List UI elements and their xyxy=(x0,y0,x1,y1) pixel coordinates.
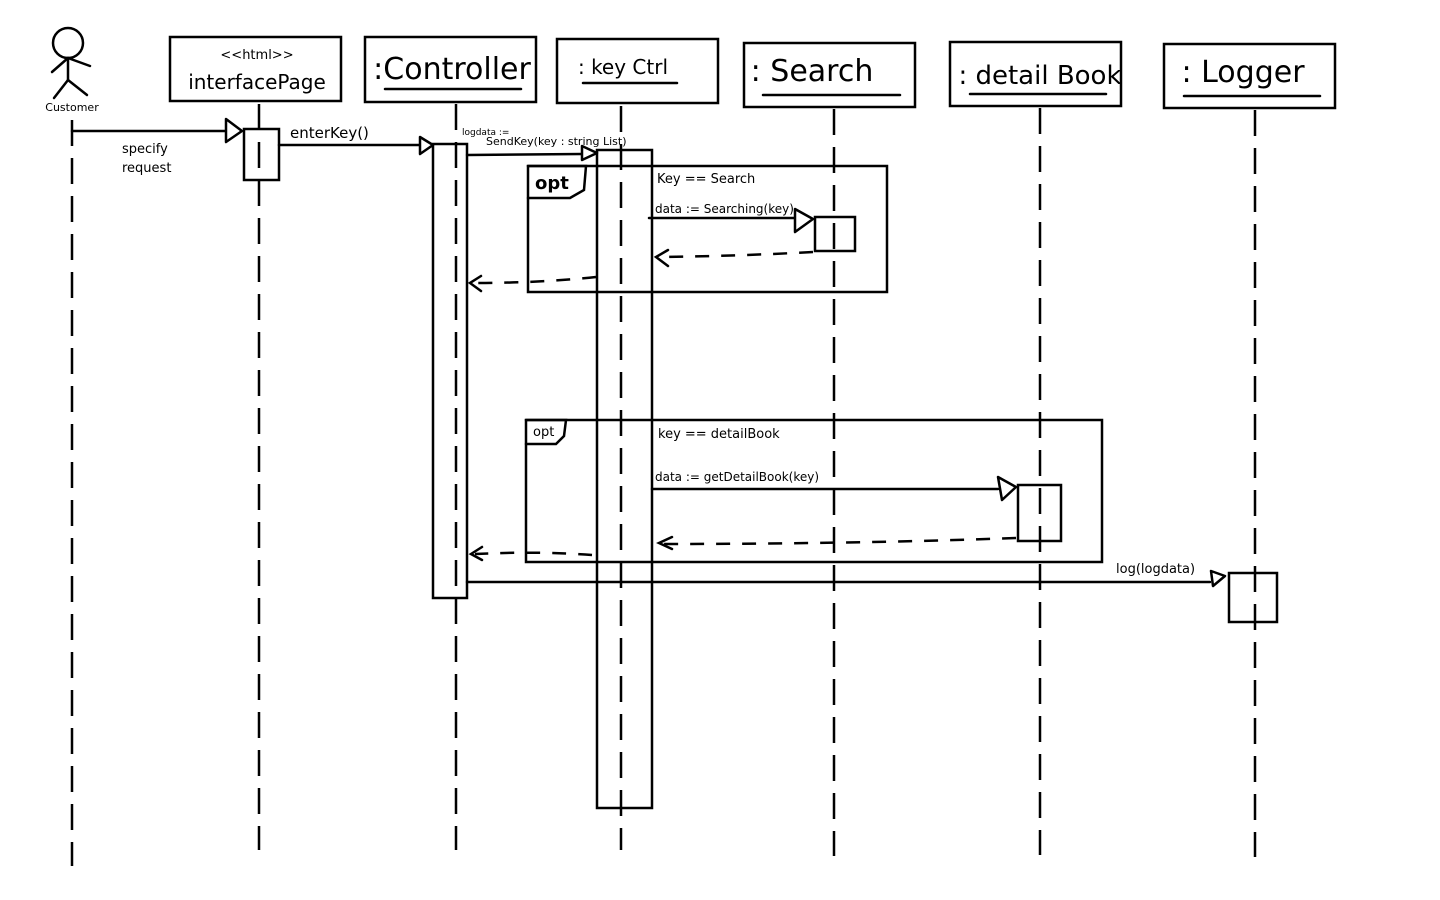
participant-label: : Logger xyxy=(1181,55,1305,90)
message-label: SendKey(key : string List) xyxy=(486,135,627,148)
message-return-keyctrl-1 xyxy=(467,274,597,293)
activation-search xyxy=(813,215,857,253)
participant-interfacepage: <<html>> interfacePage xyxy=(168,35,343,103)
message-getdetailbook: data := getDetailBook(key) xyxy=(650,470,1018,502)
participant-label: interfacePage xyxy=(188,70,326,94)
activations xyxy=(242,127,1279,810)
arrowhead-icon xyxy=(1209,569,1227,588)
message-specify-request: specify request xyxy=(70,117,244,176)
fragment-operator: opt xyxy=(533,425,554,440)
message-log: log(logdata) xyxy=(465,562,1227,588)
participant-label: : key Ctrl xyxy=(578,55,668,79)
message-label: request xyxy=(122,161,171,176)
message-label: data := getDetailBook(key) xyxy=(655,470,819,484)
participant-detailbook: : detail Book xyxy=(948,40,1123,108)
open-arrowhead-icon xyxy=(467,274,483,293)
arrowhead-icon xyxy=(224,117,244,144)
fragment-operator: opt xyxy=(535,173,569,194)
message-label: specify xyxy=(122,142,168,157)
open-arrowhead-icon xyxy=(656,535,674,551)
arrowhead-icon xyxy=(580,144,599,162)
participant-stereotype: <<html>> xyxy=(220,48,293,63)
message-label: logdata := xyxy=(462,128,509,138)
fragment-tag-pentagon xyxy=(524,418,568,446)
activation-keyctrl xyxy=(595,148,654,810)
participant-search: : Search xyxy=(742,41,917,109)
participant-label: : Search xyxy=(751,54,874,89)
participant-keyctrl: : key Ctrl xyxy=(555,37,720,105)
participant-logger: : Logger xyxy=(1162,42,1337,110)
activation-logger xyxy=(1227,571,1279,624)
message-return-keyctrl-2 xyxy=(468,545,593,562)
arrowhead-icon xyxy=(996,475,1018,502)
participant-label: : detail Book xyxy=(958,61,1121,91)
stick-figure-icon xyxy=(50,26,92,100)
arrowhead-icon xyxy=(418,135,435,156)
fragment-guard: key == detailBook xyxy=(658,427,780,442)
activation-controller xyxy=(431,142,469,600)
open-arrowhead-icon xyxy=(468,545,484,562)
participant-label: :Controller xyxy=(373,52,531,87)
opt-fragment-detailbook: opt key == detailBook xyxy=(524,418,1104,564)
actor-customer: Customer xyxy=(45,26,99,114)
participant-controller: :Controller xyxy=(363,35,538,104)
fragment-guard: Key == Search xyxy=(657,172,755,187)
activation-interfacepage xyxy=(242,127,281,182)
activation-detailbook xyxy=(1016,483,1063,543)
message-return-detailbook xyxy=(656,535,1017,551)
opt-fragment-search: opt Key == Search xyxy=(526,164,889,294)
message-label: log(logdata) xyxy=(1116,562,1195,577)
lifelines xyxy=(70,104,1257,866)
actor-label: Customer xyxy=(45,101,99,114)
message-return-search xyxy=(653,248,814,268)
fragment-tag-pentagon xyxy=(526,164,588,200)
message-sendkey: logdata := SendKey(key : string List) xyxy=(462,128,627,162)
open-arrowhead-icon xyxy=(653,248,670,268)
message-searching: data := Searching(key) xyxy=(647,202,815,234)
arrowhead-icon xyxy=(793,207,815,234)
message-enterkey: enterKey() xyxy=(277,124,435,156)
message-label: data := Searching(key) xyxy=(655,202,794,216)
message-label: enterKey() xyxy=(290,124,369,142)
